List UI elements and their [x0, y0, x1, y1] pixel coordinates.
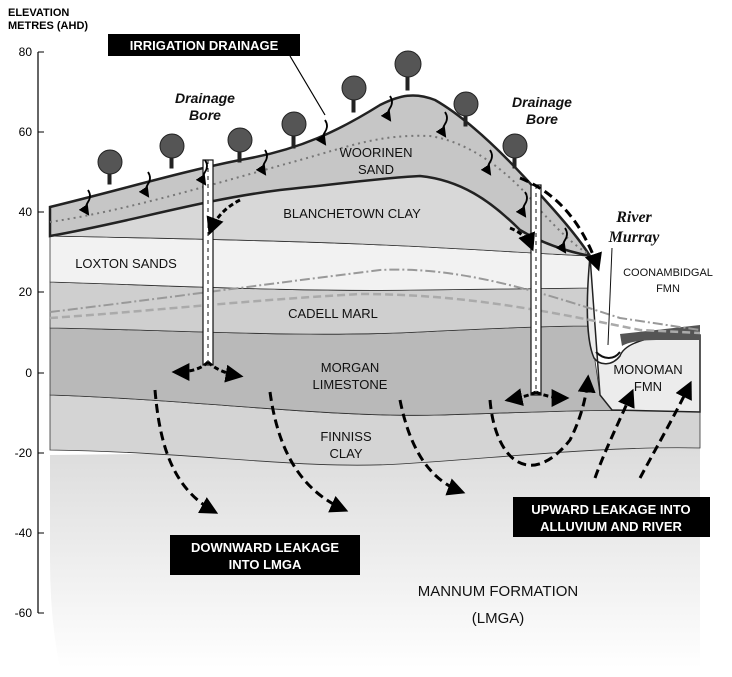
- label-river-1: River: [615, 209, 652, 226]
- drainage-bore-left: [202, 159, 214, 366]
- label-cadell: CADELL MARL: [288, 306, 378, 321]
- label-bore-left-1: Drainage: [175, 90, 235, 106]
- layer-woorinen-sand: [48, 94, 593, 258]
- layer-mannum-formation: [50, 448, 700, 668]
- tick-label-minus20: -20: [15, 446, 33, 460]
- label-finniss-1: FINNISS: [320, 429, 372, 444]
- axis-title-line2: METRES (AHD): [8, 20, 88, 32]
- label-river-2: Murray: [608, 229, 661, 246]
- potentiometric-surface-2: [49, 292, 701, 335]
- label-morgan-1: MORGAN: [321, 360, 380, 375]
- elevation-ticks: [38, 51, 44, 614]
- tick-label-minus40: -40: [15, 526, 33, 540]
- label-loxton: LOXTON SANDS: [75, 256, 177, 271]
- irrigation-drainage-arrows: [78, 95, 568, 254]
- tick-label-60: 60: [19, 125, 33, 139]
- label-mannum-2: (LMGA): [472, 610, 525, 627]
- water-table-dotted: [49, 134, 591, 256]
- label-coonambidgal-1: COONAMBIDGAL: [623, 267, 713, 279]
- downward-leakage-arrows: [153, 389, 466, 514]
- label-bore-right-2: Bore: [526, 111, 558, 127]
- tick-label-80: 80: [19, 45, 33, 59]
- callout-downward-leakage: DOWNWARD LEAKAGE INTO LMGA: [170, 535, 360, 575]
- drainage-bore-right: [530, 184, 542, 396]
- axis-title-line1: ELEVATION: [8, 7, 69, 19]
- tick-label-20: 20: [19, 285, 33, 299]
- label-mannum-1: MANNUM FORMATION: [418, 583, 579, 600]
- label-morgan-2: LIMESTONE: [313, 377, 388, 392]
- layer-coonambidgal-formation: [620, 325, 700, 346]
- label-bore-right-1: Drainage: [512, 94, 572, 110]
- callout-irrigation-text: IRRIGATION DRAINAGE: [130, 38, 279, 53]
- label-bore-left-2: Bore: [189, 107, 221, 123]
- callout-upward-leakage: UPWARD LEAKAGE INTO ALLUVIUM AND RIVER: [513, 497, 710, 537]
- callout-downward-text-2: INTO LMGA: [229, 557, 302, 572]
- upward-leakage-arrows: [488, 176, 692, 479]
- river-channel: [595, 351, 621, 359]
- callout-upward-text-2: ALLUVIUM AND RIVER: [540, 519, 682, 534]
- callout-upward-text-1: UPWARD LEAKAGE INTO: [531, 502, 690, 517]
- potentiometric-surface-1: [49, 268, 701, 331]
- label-finniss-2: CLAY: [330, 446, 363, 461]
- callout-downward-text-1: DOWNWARD LEAKAGE: [191, 540, 339, 555]
- label-woorinen-2: SAND: [358, 162, 394, 177]
- label-woorinen-1: WOORINEN: [340, 145, 413, 160]
- label-coonambidgal-2: FMN: [656, 283, 680, 295]
- label-monoman-1: MONOMAN: [613, 362, 682, 377]
- label-blanchetown: BLANCHETOWN CLAY: [283, 206, 421, 221]
- label-monoman-2: FMN: [634, 379, 662, 394]
- river-leader-line: [607, 247, 613, 346]
- tick-label-40: 40: [19, 205, 33, 219]
- callout-irrigation-drainage: IRRIGATION DRAINAGE: [108, 34, 326, 116]
- bore-outflow-arrows: [171, 198, 570, 407]
- tick-label-minus60: -60: [15, 606, 33, 620]
- tick-label-0: 0: [25, 366, 32, 380]
- tree-icons: [97, 50, 528, 185]
